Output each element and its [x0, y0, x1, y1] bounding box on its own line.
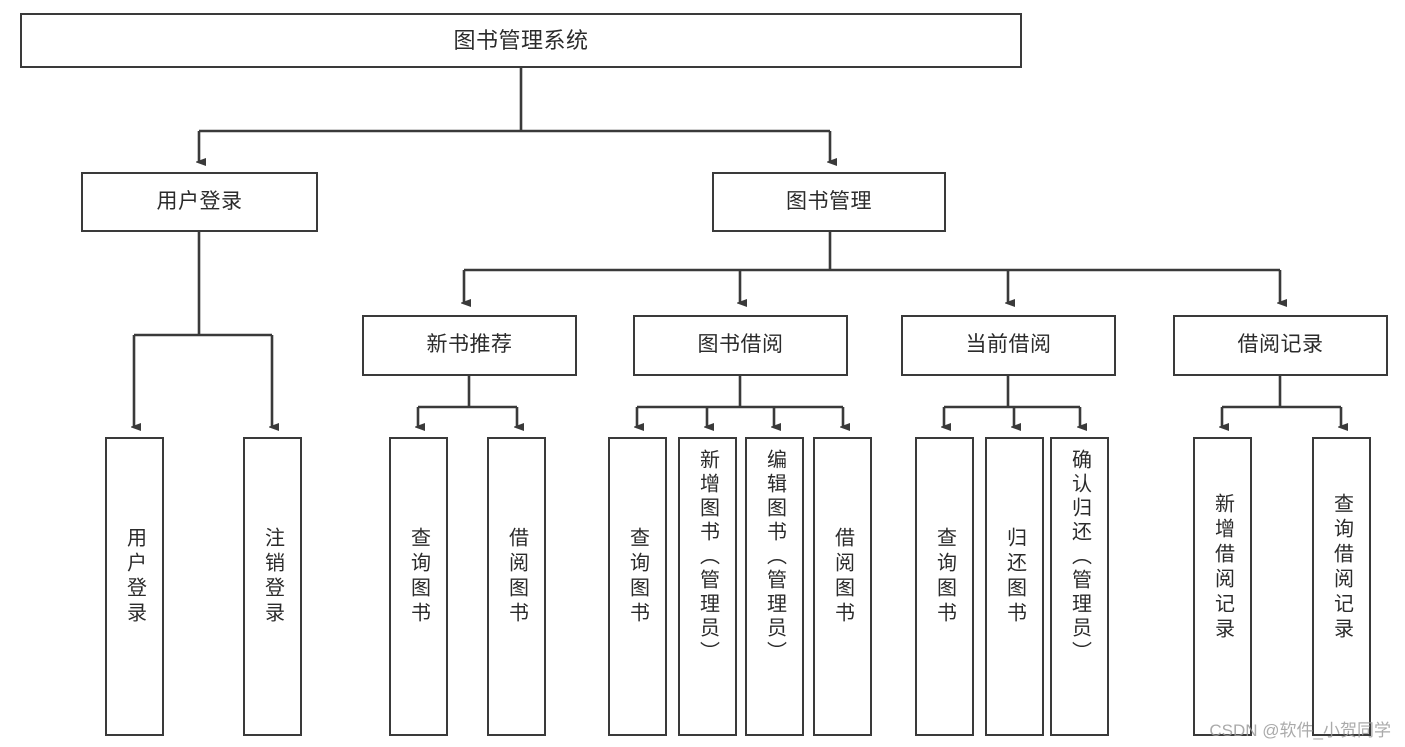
node-root-book-management-system[interactable]: 图书管理系统	[20, 13, 1022, 68]
leaf-label: 注销登录	[261, 527, 284, 627]
node-label: 图书借阅	[697, 333, 784, 357]
node-label: 用户登录	[156, 189, 243, 213]
watermark-text: CSDN @软件_小贺同学	[1209, 721, 1391, 740]
leaf-label: 查询图书	[626, 527, 649, 627]
leaf-label: 借阅图书	[831, 527, 854, 627]
node-label: 图书管理系统	[453, 27, 589, 53]
node-new-book-recommend[interactable]: 新书推荐	[362, 315, 577, 376]
leaf-borrow-record-add-record[interactable]: 新增借阅记录	[1193, 437, 1252, 736]
leaf-current-borrow-query-book[interactable]: 查询图书	[915, 437, 974, 736]
leaf-label: 新增图书（管理员）	[696, 449, 719, 665]
node-label: 新书推荐	[426, 333, 513, 357]
leaf-current-borrow-confirm-return-admin[interactable]: 确认归还（管理员）	[1050, 437, 1109, 736]
node-user-login[interactable]: 用户登录	[81, 172, 318, 232]
leaf-label: 确认归还（管理员）	[1068, 449, 1091, 665]
leaf-label: 借阅图书	[505, 527, 528, 627]
node-current-borrow[interactable]: 当前借阅	[901, 315, 1116, 376]
leaf-book-borrow-edit-book-admin[interactable]: 编辑图书（管理员）	[745, 437, 804, 736]
leaf-label: 查询图书	[933, 527, 956, 627]
leaf-label: 新增借阅记录	[1211, 493, 1234, 643]
leaf-new-book-query-book[interactable]: 查询图书	[389, 437, 448, 736]
node-label: 当前借阅	[965, 333, 1052, 357]
leaf-label: 编辑图书（管理员）	[763, 449, 786, 665]
node-borrow-record[interactable]: 借阅记录	[1173, 315, 1388, 376]
node-label: 借阅记录	[1237, 333, 1324, 357]
node-book-borrow[interactable]: 图书借阅	[633, 315, 848, 376]
leaf-label: 查询借阅记录	[1330, 493, 1353, 643]
leaf-book-borrow-query-book[interactable]: 查询图书	[608, 437, 667, 736]
leaf-label: 查询图书	[407, 527, 430, 627]
node-book-management[interactable]: 图书管理	[712, 172, 946, 232]
leaf-current-borrow-return-book[interactable]: 归还图书	[985, 437, 1044, 736]
leaf-label: 归还图书	[1003, 527, 1026, 627]
leaf-new-book-borrow-book[interactable]: 借阅图书	[487, 437, 546, 736]
leaf-book-borrow-borrow-book[interactable]: 借阅图书	[813, 437, 872, 736]
leaf-label: 用户登录	[123, 527, 146, 627]
leaf-user-login-logout[interactable]: 注销登录	[243, 437, 302, 736]
leaf-book-borrow-add-book-admin[interactable]: 新增图书（管理员）	[678, 437, 737, 736]
node-label: 图书管理	[786, 189, 872, 213]
leaf-user-login-login[interactable]: 用户登录	[105, 437, 164, 736]
leaf-borrow-record-query-record[interactable]: 查询借阅记录	[1312, 437, 1371, 736]
